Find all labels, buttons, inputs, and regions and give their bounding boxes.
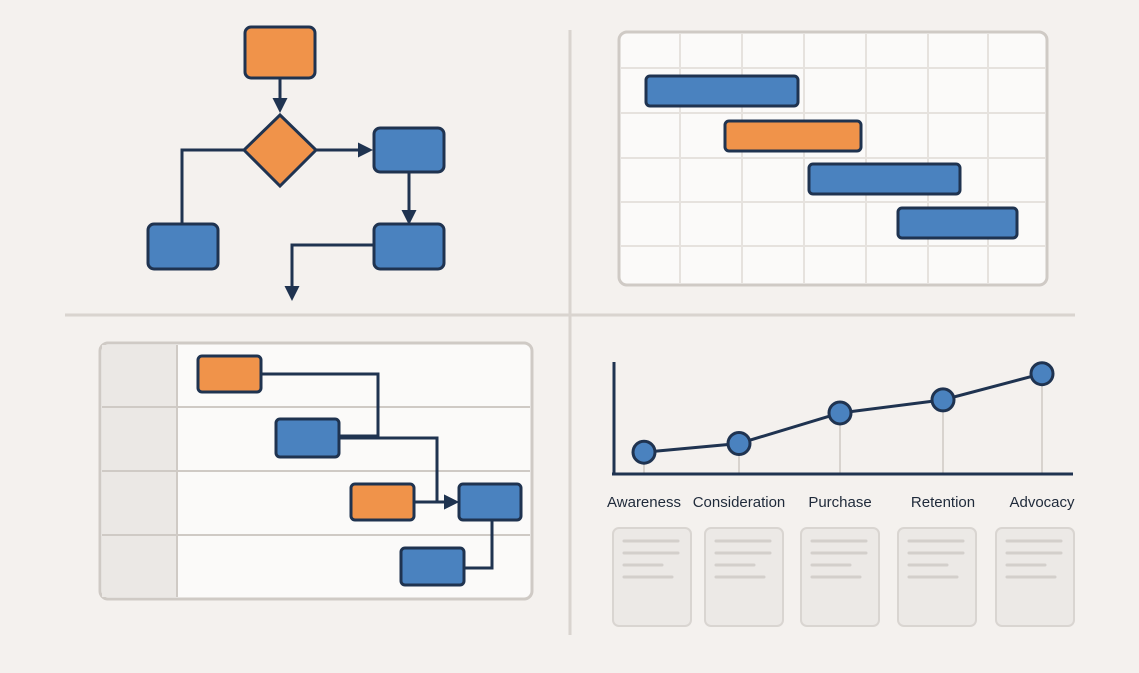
flowchart [146,25,446,301]
flow-process-node-bottom [372,222,446,271]
swimlane-task-2 [274,417,341,459]
journey-stage-label: Advocacy [1009,494,1075,511]
journey-stage-label: Awareness [607,494,681,511]
journey-point-purchase [827,400,853,426]
gantt-bar-3 [807,162,962,196]
swimlane-task-5 [399,546,466,587]
gantt-grid [621,34,1045,283]
swimlane-task-4 [457,482,523,522]
flow-process-node-right [372,126,446,174]
swimlane-connector-4 [464,520,494,570]
journey-labels: Awareness Consideration Purchase Retention A… [607,494,1075,511]
journey-stage-label: Consideration [693,494,786,511]
journey-stage-label: Retention [911,494,975,511]
journey-point-consideration [726,430,752,456]
journey-point-awareness [631,439,657,465]
flow-process-node-left [146,222,220,271]
swimlane-diagram [98,341,534,601]
journey-point-advocacy [1029,361,1055,387]
journey-card-retention [897,527,977,627]
journey-card-consideration [704,527,784,627]
flow-connector-decision-left [180,148,244,224]
journey-card-awareness [612,527,692,627]
gantt-chart [617,30,1049,287]
journey-card-purchase [800,527,880,627]
journey-stage-label: Purchase [808,494,871,511]
gantt-bar-4 [896,206,1019,240]
swimlane-task-3 [349,482,416,522]
journey-point-retention [930,387,956,413]
flow-arrow-exit [284,243,374,301]
flow-decision-node [241,112,319,189]
gantt-bar-2 [723,119,863,153]
journey-cards [612,527,1075,627]
flow-start-node [243,25,317,80]
journey-chart: Awareness Consideration Purchase Retention A… [607,361,1075,627]
swimlane-connector-1 [261,372,380,438]
journey-card-advocacy [995,527,1075,627]
journey-points [631,361,1055,465]
gantt-bar-1 [644,74,800,108]
swimlane-task-1 [196,354,263,394]
